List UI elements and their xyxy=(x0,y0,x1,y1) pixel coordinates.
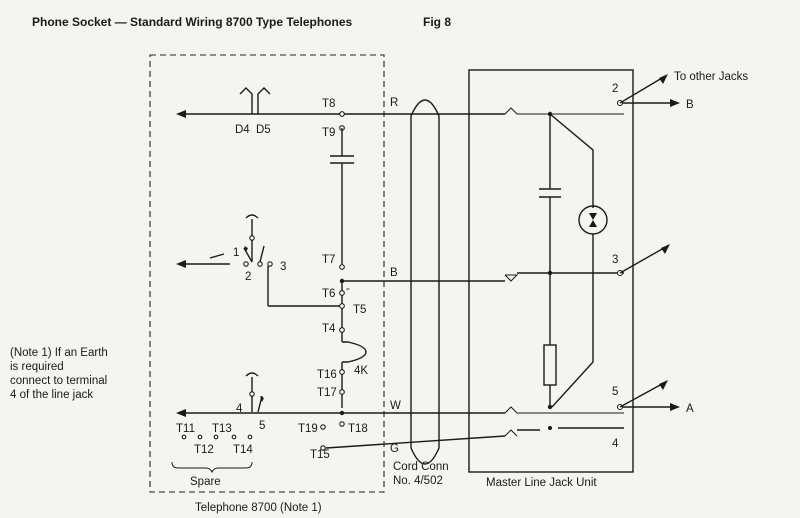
spare-label: Spare xyxy=(190,476,221,488)
master-jack-label: Master Line Jack Unit xyxy=(486,477,597,489)
diagram-title: Phone Socket — Standard Wiring 8700 Type… xyxy=(32,15,353,29)
terminal-t17: T17 xyxy=(317,387,337,399)
resistor-label: 4K xyxy=(354,365,368,377)
label-d4: D4 xyxy=(235,124,250,136)
terminal-t4: T4 xyxy=(322,323,336,335)
node-t6 xyxy=(339,290,345,296)
wire-label-b: B xyxy=(390,267,398,279)
wire-b xyxy=(339,244,670,284)
jack-internal-circuit xyxy=(539,113,608,408)
terminal-t13: T13 xyxy=(212,423,232,435)
terminal-t7: T7 xyxy=(322,254,335,266)
wire-g xyxy=(325,426,624,449)
terminal-t18: T18 xyxy=(348,423,368,435)
diode-d4-d5 xyxy=(239,87,271,104)
note-line-2: is required xyxy=(10,361,64,373)
terminal-t16: T16 xyxy=(317,369,337,381)
telephone-label: Telephone 8700 (Note 1) xyxy=(195,502,322,514)
jack-terminal-2: 2 xyxy=(612,83,618,95)
switch-mark-2: 2 xyxy=(245,271,251,283)
switch-mark-3: 3 xyxy=(280,261,286,273)
line-label-a: A xyxy=(686,403,694,415)
cord-label-1: Cord Conn xyxy=(393,461,449,473)
terminal-t19: T19 xyxy=(298,423,318,435)
jack-terminal-4: 4 xyxy=(612,438,619,450)
terminal-t15: T15 xyxy=(310,449,330,461)
switch-hook-lower xyxy=(245,372,264,413)
to-other-jacks: To other Jacks xyxy=(674,71,748,83)
switch-mark-1: 1 xyxy=(233,247,239,259)
wire-r: D4 D5 xyxy=(176,74,680,136)
switch-hook-upper xyxy=(176,214,342,307)
telephone-boundary xyxy=(149,54,385,493)
note-line-1: (Note 1) If an Earth xyxy=(10,347,108,359)
node-t5 xyxy=(339,303,345,309)
note-line-3: connect to terminal xyxy=(10,375,107,387)
label-d5: D5 xyxy=(256,124,271,136)
terminal-t8: T8 xyxy=(322,98,335,110)
line-label-b: B xyxy=(686,99,694,111)
terminal-t6: T6 xyxy=(322,288,335,300)
terminal-t9: T9 xyxy=(322,127,335,139)
cord-connector xyxy=(410,99,440,465)
terminal-t11: T11 xyxy=(176,423,195,435)
note-line-4: 4 of the line jack xyxy=(10,389,93,401)
node-t4 xyxy=(339,327,345,333)
capacitor-c1 xyxy=(330,111,354,264)
wire-label-g: G xyxy=(390,443,399,455)
switch-mark-4: 4 xyxy=(236,403,243,415)
jack-terminal-3: 3 xyxy=(612,254,618,266)
wire-w xyxy=(176,380,680,417)
spare-terminals xyxy=(171,434,253,474)
node-t15 xyxy=(320,445,326,451)
terminal-t12: T12 xyxy=(194,444,214,456)
terminal-t5: T5 xyxy=(353,304,366,316)
terminal-t14: T14 xyxy=(233,444,253,456)
cord-label-2: No. 4/502 xyxy=(393,475,443,487)
master-jack-box xyxy=(468,69,634,473)
node-t18 xyxy=(339,421,345,427)
terminal-minus: - xyxy=(346,283,350,295)
wire-label-w: W xyxy=(390,400,401,412)
figure-number: Fig 8 xyxy=(423,15,451,29)
jack-terminal-5: 5 xyxy=(612,386,618,398)
node-t19 xyxy=(320,424,326,430)
wire-label-r: R xyxy=(390,97,398,109)
switch-mark-5: 5 xyxy=(259,420,265,432)
